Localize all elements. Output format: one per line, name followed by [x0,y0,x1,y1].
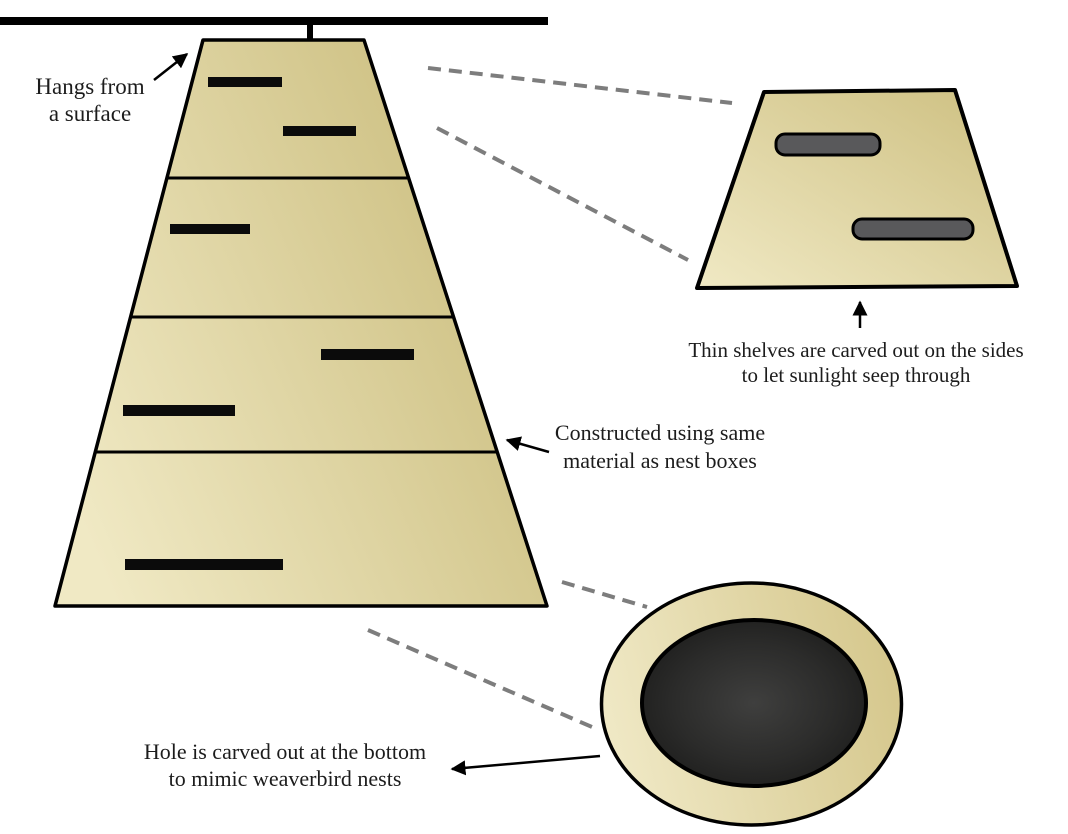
hangs-annotation-arrow [153,53,189,81]
thin-shelves-label: Thin shelves are carved out on the sides… [651,338,1061,388]
nest-slot-5 [123,405,235,416]
hanger-rod [307,24,313,42]
hangs-label-line2: a surface [48,101,132,126]
hole-label-line1: Hole is carved out at the bottom [143,739,427,764]
hangs-from-surface-label: Hangs from a surface [15,73,165,127]
ceiling-surface-bar [0,17,548,25]
hole-annotation-arrow [450,754,601,776]
nest-slot-3 [170,224,250,234]
hole-opening [640,618,868,788]
shelves-label-line2: to let sunlight seep through [741,363,971,387]
hole-label-line2: to mimic weaverbird nests [168,766,402,791]
hole-detail-connector-top [561,580,648,609]
shelf-slot-2 [851,217,975,241]
shelf-slot-1 [774,132,882,157]
material-annotation-arrow [505,436,550,454]
shelf-detail-panel [695,88,1019,290]
nest-slot-1 [208,77,282,87]
same-material-label: Constructed using same material as nest … [530,419,790,475]
hole-detail-connector-bottom [367,628,593,729]
nest-slot-2 [283,126,356,136]
nest-slot-4 [321,349,414,360]
material-label-line2: material as nest boxes [563,448,757,473]
shelf-detail-connector-bottom [436,126,689,262]
shelf-detail-connector-top [427,66,733,105]
nest-tower-body [53,38,549,608]
shelves-label-line1: Thin shelves are carved out on the sides [688,338,1024,362]
nest-slot-6 [125,559,283,570]
material-label-line1: Constructed using same [554,420,766,445]
hangs-label-line1: Hangs from [35,74,145,99]
hole-carved-label: Hole is carved out at the bottom to mimi… [115,738,455,792]
